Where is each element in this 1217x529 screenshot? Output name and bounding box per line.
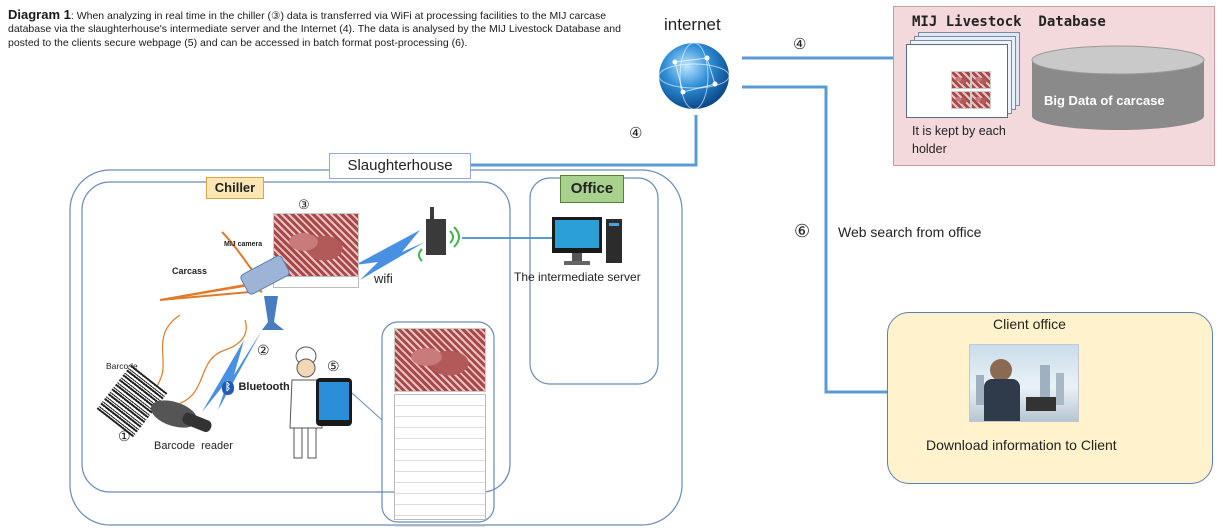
bluetooth-label: ᛒ Bluetooth [222,377,290,395]
diagram-caption: Diagram 1: When analyzing in real time i… [8,8,638,50]
internet-label: internet [664,15,721,34]
chiller-frame [81,181,511,493]
marker-1: ① [118,428,131,444]
businessman-figure [990,359,1012,381]
database-note: It is kept by each holder [912,124,1006,156]
database-cylinder-label: Big Data of carcase [1044,93,1165,108]
database-cylinder-icon [1031,45,1205,130]
chiller-label: Chiller [206,177,264,199]
carcase-image-3 [273,213,359,277]
database-title: MIJ Livestock Database [912,14,1106,30]
globe-icon [658,42,730,110]
marker-6: ⑥ [794,221,811,241]
client-office-title: Client office [993,316,1066,332]
tablet-data-sheet [394,394,486,527]
intermediate-server-icon [552,217,622,265]
barcode-reader-label: Barcode reader [154,440,233,452]
barcode-label: Barcode [106,361,138,371]
marker-2: ② [257,342,270,358]
intermediate-server-label: The intermediate server [514,270,641,284]
inspector-person-icon [289,346,352,459]
client-download-text: Download information to Client [926,437,1117,453]
wifi-label: wifi [374,271,393,286]
marker-4-top: ④ [793,36,807,53]
mij-camera-icon [240,256,290,330]
wifi-beam [355,230,425,280]
caption-text: : When analyzing in real time in the chi… [8,10,621,49]
carcass-label: Carcass [172,266,208,276]
client-office-photo [969,344,1079,422]
barcode-reader-icon [150,400,212,433]
bluetooth-icon: ᛒ [222,381,234,395]
bluetooth-text: Bluetooth [238,381,290,393]
office-label: Office [560,175,624,203]
caption-title: Diagram 1 [8,7,71,22]
marker-4-left: ④ [629,125,643,142]
tablet-carcase-image [394,328,486,392]
link-internet-slaughterhouse [470,115,698,167]
slaughterhouse-label: Slaughterhouse [329,153,471,179]
database-monitor-stack [906,32,1024,118]
mij-camera-label: MIJ camera [224,241,263,248]
marker-5: ⑤ [327,358,340,374]
bluetooth-beam [202,330,262,412]
marker-3: ③ [298,197,310,212]
carcass-outline [159,231,265,301]
wifi-router-icon [418,207,460,262]
web-search-label: Web search from office [838,224,982,240]
link-internet-client [742,85,888,394]
tablet-view-frame [381,321,495,523]
